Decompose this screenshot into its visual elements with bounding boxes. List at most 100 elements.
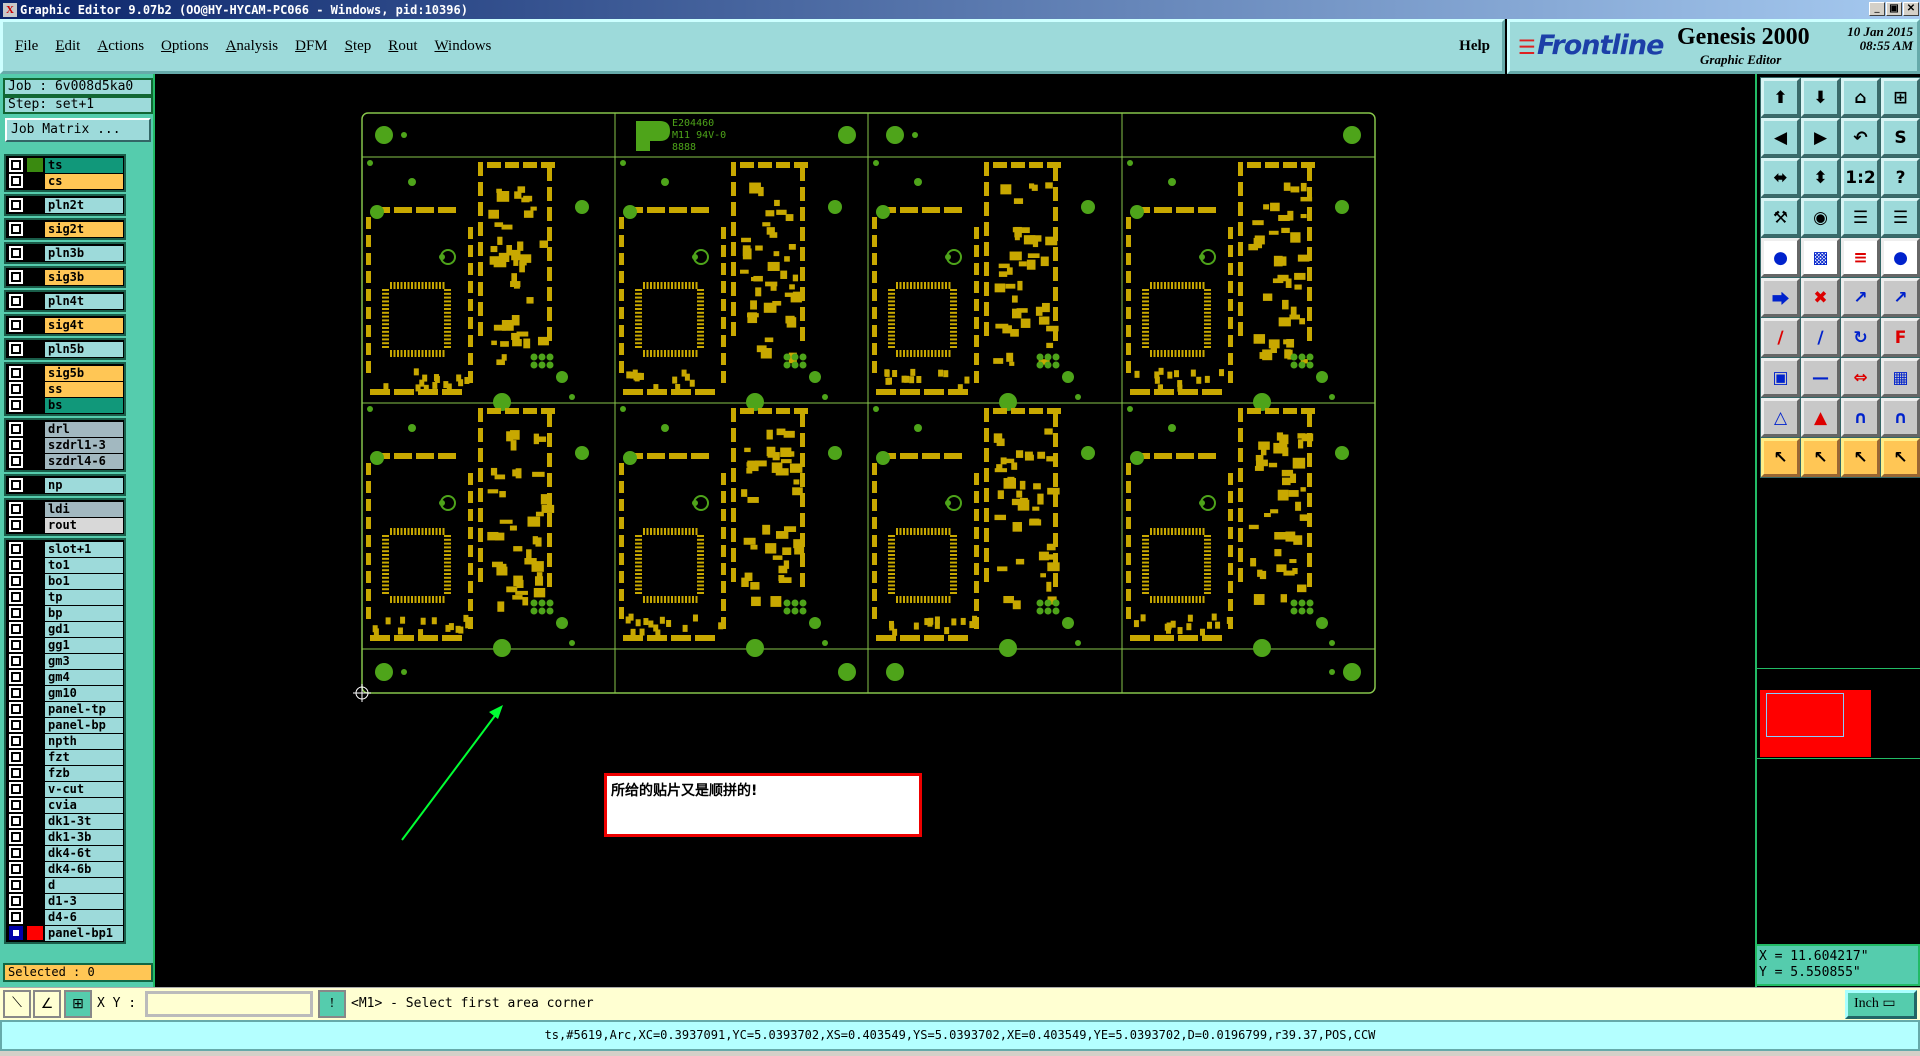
layer-name[interactable]: szdrl1-3 <box>45 437 123 453</box>
line-stretch-button[interactable]: ∕ <box>1801 318 1840 357</box>
layer-checkbox[interactable] <box>9 846 23 860</box>
layer-checkbox[interactable] <box>9 558 23 572</box>
layer-name[interactable]: bo1 <box>45 573 123 589</box>
layer-row-pln3b[interactable]: pln3b <box>7 245 123 261</box>
layer-row-gm4[interactable]: gm4 <box>7 669 123 685</box>
move-pad-button[interactable]: ↗ <box>1841 278 1880 317</box>
layer-color-swatch[interactable] <box>27 670 43 684</box>
layer-checkbox[interactable] <box>9 670 23 684</box>
layer-row-panel-bp[interactable]: panel-bp <box>7 717 123 733</box>
overview-viewport[interactable] <box>1766 693 1844 737</box>
layer-checkbox[interactable] <box>9 606 23 620</box>
tools-button[interactable]: ⚒ <box>1761 198 1800 237</box>
layer-checkbox[interactable] <box>9 222 23 236</box>
layer-checkbox[interactable] <box>9 750 23 764</box>
layer-row-pln5b[interactable]: pln5b <box>7 341 123 357</box>
layer-checkbox[interactable] <box>9 174 23 188</box>
menu-file[interactable]: File <box>15 38 39 54</box>
layer-row-bo1[interactable]: bo1 <box>7 573 123 589</box>
overview-map[interactable] <box>1760 690 1871 757</box>
arch-1-button[interactable]: ∩ <box>1841 398 1880 437</box>
layer-name[interactable]: slot+1 <box>45 541 123 557</box>
layer-color-swatch[interactable] <box>27 246 43 260</box>
layer-color-swatch[interactable] <box>27 342 43 356</box>
layer-checkbox[interactable] <box>9 894 23 908</box>
layer-color-swatch[interactable] <box>27 606 43 620</box>
layer-color-swatch[interactable] <box>27 798 43 812</box>
layer-name[interactable]: sig3b <box>45 269 123 285</box>
layer-color-swatch[interactable] <box>27 558 43 572</box>
menu-help[interactable]: Help <box>1459 38 1490 54</box>
layer-checkbox[interactable] <box>9 878 23 892</box>
layer-name[interactable]: sig5b <box>45 365 123 381</box>
menu-analysis[interactable]: Analysis <box>225 38 279 54</box>
layer-name[interactable]: fzb <box>45 765 123 781</box>
layer-row-pln4t[interactable]: pln4t <box>7 293 123 309</box>
layer-checkbox[interactable] <box>9 910 23 924</box>
layer-name[interactable]: ts <box>45 157 123 173</box>
pointer-net-button[interactable]: ↖ <box>1881 438 1920 477</box>
connect-button[interactable]: ⮕ <box>1761 278 1800 317</box>
layer-checkbox[interactable] <box>9 590 23 604</box>
layer-color-swatch[interactable] <box>27 174 43 188</box>
save-button[interactable]: ⬇ <box>1801 78 1840 117</box>
layer-name[interactable]: dk4-6b <box>45 861 123 877</box>
layer-checkbox[interactable] <box>9 270 23 284</box>
layer-name[interactable]: ss <box>45 381 123 397</box>
layer-color-swatch[interactable] <box>27 926 43 940</box>
pointer-button[interactable]: ↖ <box>1761 438 1800 477</box>
layer-checkbox[interactable] <box>9 454 23 468</box>
layer-row-gd1[interactable]: gd1 <box>7 621 123 637</box>
layer-color-swatch[interactable] <box>27 782 43 796</box>
layer-color-swatch[interactable] <box>27 622 43 636</box>
resize-button[interactable]: ⇔ <box>1841 358 1880 397</box>
prev-step-button[interactable]: ◀ <box>1761 118 1800 157</box>
layer-name[interactable]: v-cut <box>45 781 123 797</box>
layer-row-to1[interactable]: to1 <box>7 557 123 573</box>
layer-name[interactable]: bp <box>45 605 123 621</box>
arch-2-button[interactable]: ∩ <box>1881 398 1920 437</box>
layer-name[interactable]: gm4 <box>45 669 123 685</box>
layer-name[interactable]: cvia <box>45 797 123 813</box>
job-matrix-button[interactable]: Job Matrix ... <box>5 118 151 142</box>
layer-row-d4-6[interactable]: d4-6 <box>7 909 123 925</box>
layer-color-swatch[interactable] <box>27 366 43 380</box>
layer-color-swatch[interactable] <box>27 878 43 892</box>
layer-checkbox[interactable] <box>9 382 23 396</box>
layer-color-swatch[interactable] <box>27 502 43 516</box>
layer-color-swatch[interactable] <box>27 270 43 284</box>
layer-row-gg1[interactable]: gg1 <box>7 637 123 653</box>
layer-row-sig2t[interactable]: sig2t <box>7 221 123 237</box>
layer-name[interactable]: d1-3 <box>45 893 123 909</box>
layer-checkbox[interactable] <box>9 398 23 412</box>
layer-row-sig3b[interactable]: sig3b <box>7 269 123 285</box>
layer-color-swatch[interactable] <box>27 542 43 556</box>
layer-checkbox[interactable] <box>9 926 23 940</box>
zoom-center-button[interactable]: ⬍ <box>1801 158 1840 197</box>
layer-name[interactable]: szdrl4-6 <box>45 453 123 469</box>
layer-checkbox[interactable] <box>9 622 23 636</box>
layer-color-swatch[interactable] <box>27 830 43 844</box>
layer-name[interactable]: np <box>45 477 123 493</box>
layer-checkbox[interactable] <box>9 542 23 556</box>
zoom-fit-button[interactable]: ⬌ <box>1761 158 1800 197</box>
layer-color-swatch[interactable] <box>27 478 43 492</box>
pointer-poly-button[interactable]: ↖ <box>1841 438 1880 477</box>
layer-name[interactable]: gm3 <box>45 653 123 669</box>
line-split-button[interactable]: — <box>1801 358 1840 397</box>
layer-row-d[interactable]: d <box>7 877 123 893</box>
layer-checkbox[interactable] <box>9 246 23 260</box>
layer-checkbox[interactable] <box>9 782 23 796</box>
alert-icon[interactable]: ! <box>318 990 346 1018</box>
menu-windows[interactable]: Windows <box>434 38 492 54</box>
netlist-1-button[interactable]: ☰ <box>1841 198 1880 237</box>
undo-button[interactable]: ↶ <box>1841 118 1880 157</box>
layer-row-gm3[interactable]: gm3 <box>7 653 123 669</box>
layer-checkbox[interactable] <box>9 798 23 812</box>
layer-row-slot+1[interactable]: slot+1 <box>7 541 123 557</box>
layer-checkbox[interactable] <box>9 574 23 588</box>
layer-name[interactable]: pln5b <box>45 341 123 357</box>
layer-name[interactable]: dk1-3t <box>45 813 123 829</box>
contourize-button[interactable]: ▦ <box>1881 358 1920 397</box>
layer-row-npth[interactable]: npth <box>7 733 123 749</box>
